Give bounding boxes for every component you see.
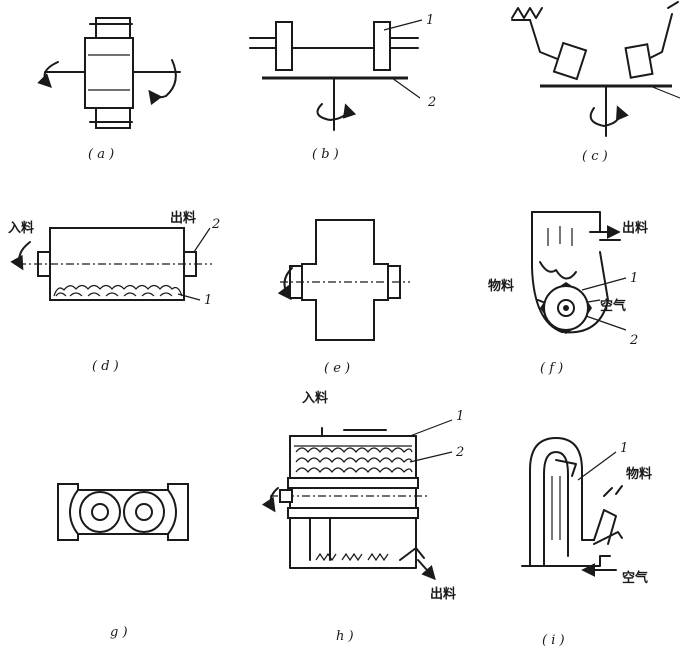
- panel-g: g ): [57, 483, 189, 640]
- rotation-arrow-icon: [277, 267, 293, 301]
- rotation-arrow-icon: [37, 61, 59, 88]
- panel-c-caption: ( c ): [582, 149, 608, 164]
- panel-b-label-2: 2: [427, 95, 436, 110]
- rotation-arrow-icon: [10, 241, 31, 271]
- panel-f-label-1: 1: [630, 271, 638, 286]
- panel-h: 入料 1 2 出料 h ): [261, 390, 464, 644]
- panel-d-caption: ( d ): [92, 359, 119, 374]
- panel-f-label-air: 空气: [600, 298, 626, 314]
- panel-h-label-1: 1: [456, 409, 464, 424]
- panel-c-drawing: [511, 1, 681, 137]
- panel-d: 入料 出料 2 1 ( d ): [8, 210, 220, 374]
- panel-i-drawing: [521, 437, 623, 577]
- panel-a-drawing: [37, 17, 181, 129]
- panel-g-drawing: [57, 483, 189, 541]
- rotation-arrow-icon: [589, 105, 629, 127]
- panel-b-caption: ( b ): [312, 147, 339, 162]
- panel-c: ( c ): [511, 1, 681, 164]
- panel-d-label-outlet: 出料: [170, 210, 196, 226]
- rotation-arrow-icon: [316, 103, 357, 121]
- panel-i-label-air: 空气: [622, 570, 648, 586]
- panel-i-label-1: 1: [620, 441, 628, 456]
- panel-d-label-inlet: 入料: [8, 220, 34, 236]
- panel-g-caption: g ): [110, 625, 128, 640]
- panel-e-caption: ( e ): [324, 361, 350, 376]
- panel-f: 出料 物料 1 空气 2 ( f ): [488, 211, 648, 376]
- panel-b-drawing: [249, 19, 423, 131]
- panel-d-drawing: [10, 227, 212, 301]
- panel-e: ( e ): [277, 219, 410, 376]
- panel-h-drawing: [261, 419, 453, 581]
- panel-h-label-outlet: 出料: [430, 586, 456, 602]
- material-bed: [294, 445, 413, 473]
- panel-f-label-outlet: 出料: [622, 220, 648, 236]
- panel-i-caption: ( i ): [542, 633, 565, 648]
- panel-a: ( a ): [37, 17, 181, 162]
- panel-i-label-material: 物料: [626, 466, 652, 482]
- panel-e-drawing: [277, 219, 410, 341]
- panel-f-caption: ( f ): [540, 361, 563, 376]
- rotation-arrow-icon: [261, 487, 279, 513]
- panel-d-label-1: 1: [204, 293, 212, 308]
- material-bed: [53, 284, 183, 297]
- panel-f-drawing: [531, 211, 627, 334]
- panel-f-label-2: 2: [629, 333, 638, 348]
- panel-h-label-2: 2: [455, 445, 464, 460]
- panel-h-label-inlet: 入料: [302, 390, 328, 406]
- panel-f-label-material: 物料: [488, 278, 514, 294]
- panel-b-label-1: 1: [426, 13, 434, 28]
- rotor: [540, 282, 592, 334]
- panel-d-label-2: 2: [211, 217, 220, 232]
- panel-a-caption: ( a ): [88, 147, 114, 162]
- rotation-arrow-icon: [148, 59, 177, 106]
- panel-b: 1 2 ( b ): [249, 13, 436, 162]
- panel-h-caption: h ): [336, 629, 354, 644]
- panel-i: 1 物料 空气 ( i ): [521, 437, 652, 648]
